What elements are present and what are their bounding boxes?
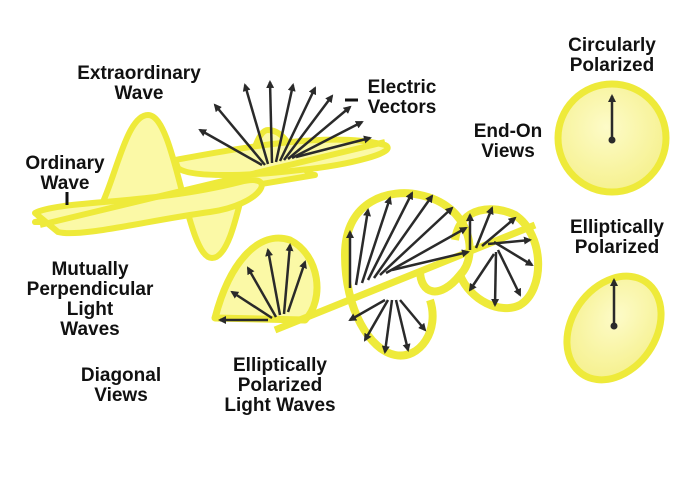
extraordinary-wave — [32, 112, 318, 261]
electric-vectors-top — [198, 80, 372, 167]
ordinary-wave — [32, 136, 391, 237]
circular-end-on-view — [554, 80, 670, 196]
helix-vectors — [218, 191, 534, 354]
elliptical-end-on-view — [563, 272, 665, 384]
